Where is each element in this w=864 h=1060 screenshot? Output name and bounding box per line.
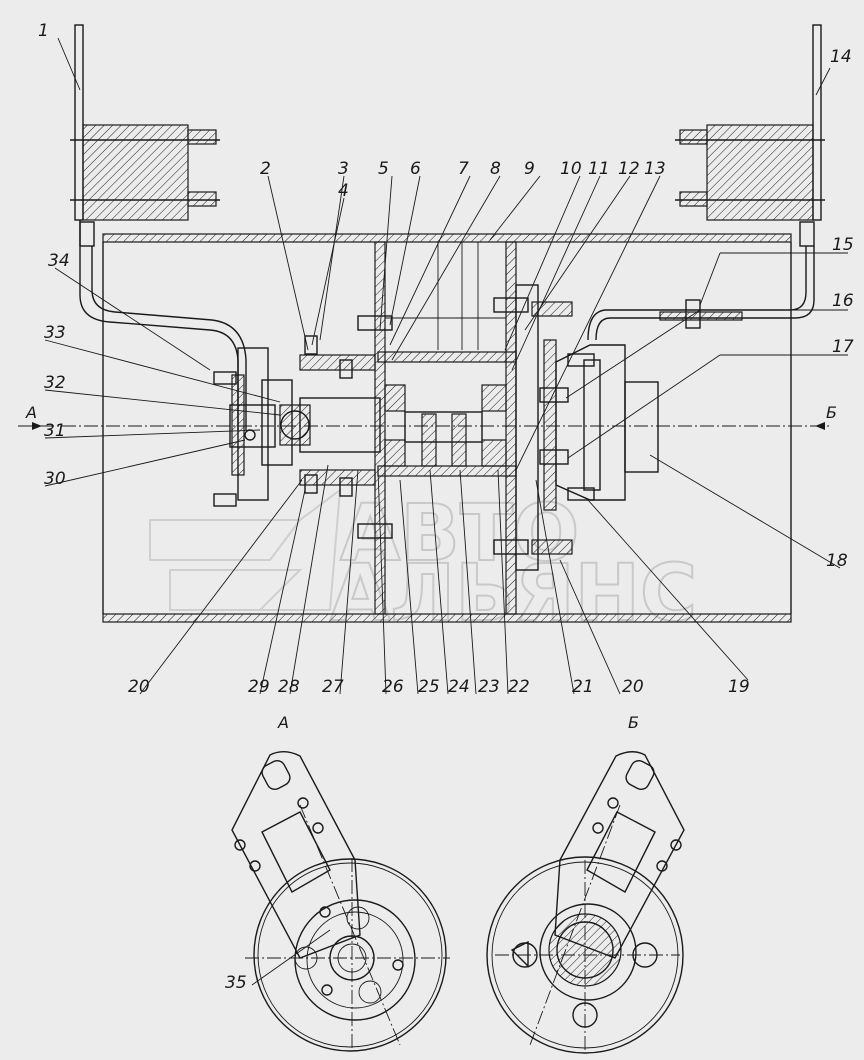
callout-8: 8: [490, 159, 501, 179]
callout-20-right: 20: [622, 677, 644, 697]
left-bracket: [70, 24, 247, 430]
callout-22: 22: [508, 677, 530, 697]
callouts-right: 15 16 17 18 19: [728, 235, 854, 697]
view-b-title: Б: [628, 713, 639, 732]
callout-27: 27: [322, 677, 344, 697]
callout-21: 21: [572, 677, 594, 697]
callout-17: 17: [832, 337, 854, 357]
hydraulic-motor: [515, 284, 659, 571]
callout-2: 2: [260, 159, 271, 179]
callout-26: 26: [382, 677, 404, 697]
callout-13: 13: [644, 159, 666, 179]
callout-25: 25: [418, 677, 440, 697]
view-a-title: А: [277, 713, 289, 732]
shaft-assembly: [229, 347, 517, 501]
callout-31: 31: [44, 421, 66, 441]
section-axis: А Б: [18, 403, 837, 430]
callout-10: 10: [560, 159, 582, 179]
leader-lines: [44, 37, 848, 695]
housing-frame: [102, 233, 792, 623]
view-a: 35: [225, 751, 450, 1052]
view-b: [486, 751, 685, 1054]
section-mark-a: А: [25, 403, 37, 422]
callout-3: 3: [338, 159, 349, 179]
callout-9: 9: [524, 159, 535, 179]
callout-1: 1: [38, 21, 49, 41]
callout-7: 7: [458, 159, 469, 179]
callouts-bottom: 20 29 28 27 26 25 24 23 22 21 20: [128, 677, 644, 697]
callout-29: 29: [248, 677, 270, 697]
callout-20-left: 20: [128, 677, 150, 697]
section-mark-b: Б: [826, 403, 837, 422]
callout-32: 32: [44, 373, 66, 393]
right-bracket: [587, 24, 825, 341]
callout-19: 19: [728, 677, 750, 697]
callout-28: 28: [278, 677, 300, 697]
callout-23: 23: [478, 677, 500, 697]
callout-30: 30: [44, 469, 66, 489]
callout-14: 14: [830, 47, 852, 67]
callouts-left: 34 33 32 31 30: [44, 251, 70, 489]
callout-33: 33: [44, 323, 66, 343]
callout-24: 24: [448, 677, 470, 697]
callout-11: 11: [588, 159, 610, 179]
callout-16: 16: [832, 291, 854, 311]
callout-34: 34: [48, 251, 70, 271]
callout-5: 5: [378, 159, 389, 179]
callout-35: 35: [225, 973, 247, 993]
callouts-top: 1 2 3 4 5 6 7 8 9 10 11 12 13 14: [38, 21, 852, 201]
callout-12: 12: [618, 159, 640, 179]
callout-4: 4: [338, 181, 349, 201]
callout-18: 18: [826, 551, 848, 571]
callout-15: 15: [832, 235, 854, 255]
callout-6: 6: [410, 159, 421, 179]
